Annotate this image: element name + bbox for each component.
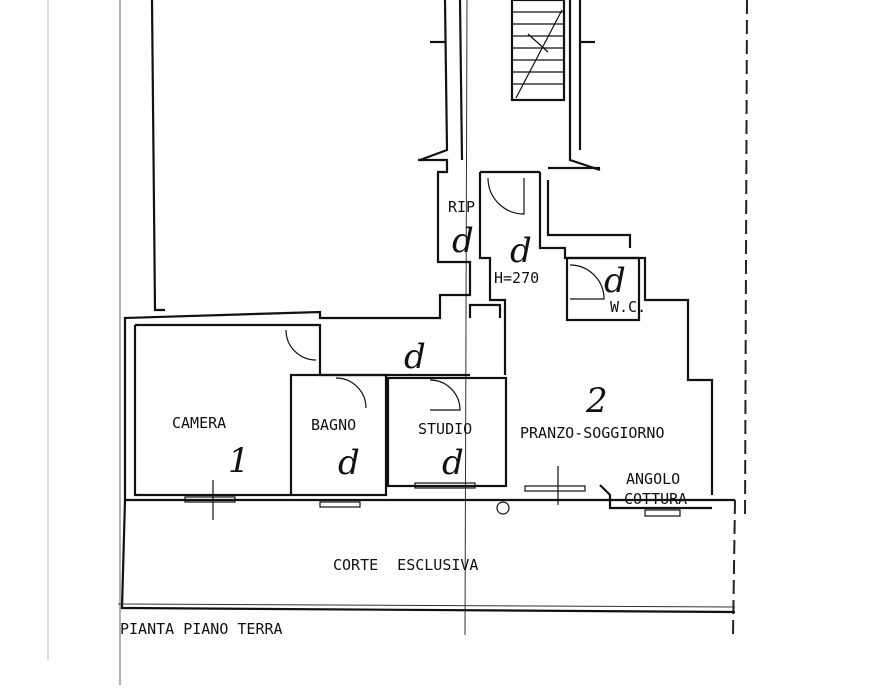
- handwritten-d: d: [404, 337, 426, 377]
- handwritten-room-number-1: 1: [228, 441, 250, 481]
- label-angolo: ANGOLO: [626, 470, 680, 488]
- door-swings: [285, 177, 605, 411]
- fold-line-center: [464, 0, 468, 636]
- label-camera: CAMERA: [172, 414, 226, 432]
- windows: [184, 466, 681, 520]
- drain-symbol: [496, 501, 510, 515]
- handwritten-d: d: [442, 443, 464, 483]
- label-studio: STUDIO: [418, 420, 472, 438]
- label-pranzo-soggiorno: PRANZO-SOGGIORNO: [520, 424, 665, 442]
- courtyard-boundary: [120, 499, 736, 614]
- upper-walls: [150, 0, 601, 312]
- apartment-walls: [123, 158, 735, 510]
- handwritten-d: d: [452, 221, 474, 261]
- property-boundary: [744, 0, 748, 521]
- handwritten-room-number-2: 2: [585, 381, 608, 421]
- staircase: [510, 0, 566, 102]
- label-rip: RIP: [448, 198, 475, 216]
- property-boundary-lower: [732, 499, 736, 636]
- handwritten-d: d: [510, 231, 532, 271]
- label-cottura: COTTURA: [624, 490, 687, 508]
- label-corte-esclusiva: CORTE ESCLUSIVA: [333, 556, 478, 574]
- label-hall-height: H=270: [494, 269, 539, 287]
- label-wc: W.C.: [610, 298, 646, 316]
- handwritten-d: d: [604, 261, 626, 301]
- plan-title: PIANTA PIANO TERRA: [120, 620, 283, 638]
- label-bagno: BAGNO: [311, 416, 356, 434]
- handwritten-d: d: [338, 443, 360, 483]
- courtyard-boundary-inner: [117, 603, 736, 608]
